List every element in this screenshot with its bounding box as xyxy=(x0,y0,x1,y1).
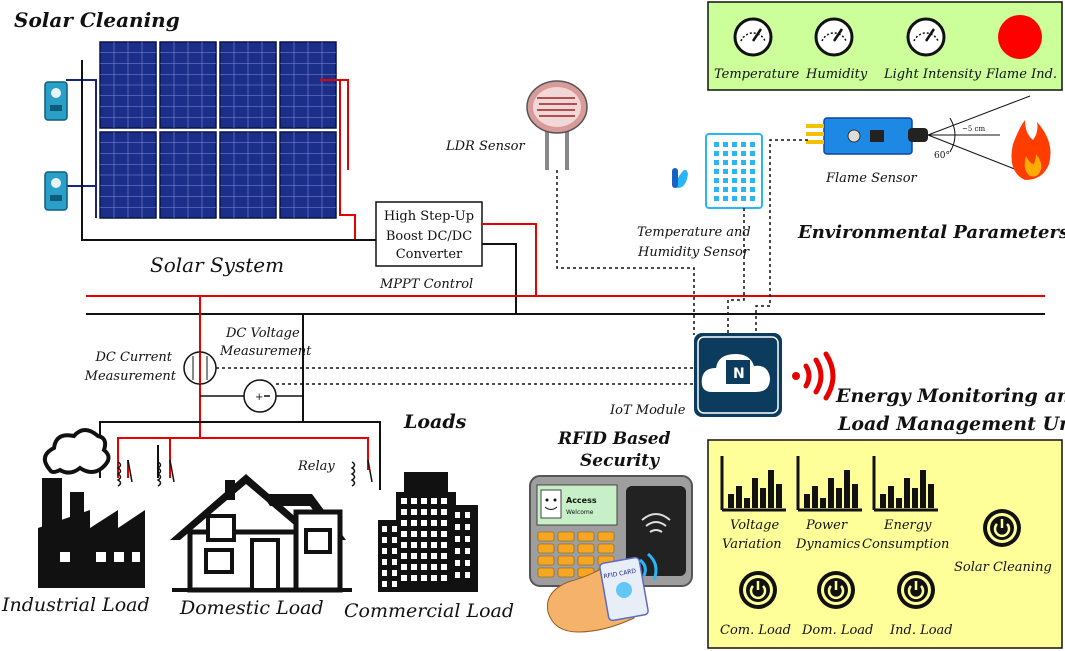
solar-cleaning-power-button[interactable] xyxy=(983,509,1021,547)
flame-angle-label: 60° xyxy=(934,151,950,161)
converter-line2: Boost DC/DC xyxy=(386,229,472,244)
converter-line3: Converter xyxy=(396,247,463,262)
wireless-signal-icon xyxy=(792,351,836,401)
rfid-card-with-hand-icon: RFID CARD xyxy=(546,552,658,633)
converter-output-positive xyxy=(482,223,537,296)
iot-module-label: IoT Module xyxy=(609,403,686,418)
button-label-dom-load: Dom. Load xyxy=(801,623,873,638)
temperature-gauge-icon xyxy=(733,17,773,57)
temperature-humidity-sensor-icon xyxy=(672,133,763,209)
ldr-sensor-icon xyxy=(526,80,588,170)
dc-current-label-2: Measurement xyxy=(84,369,177,384)
panel-wiring xyxy=(66,60,378,241)
dc-voltage-meter: + xyxy=(243,379,277,413)
light-intensity-gauge-icon xyxy=(906,17,946,57)
chart-label-voltage-2: Variation xyxy=(722,537,782,552)
converter-output-negative xyxy=(482,243,517,314)
svg-text:N: N xyxy=(733,366,745,382)
reader-screen-access: Access xyxy=(566,496,597,505)
commercial-load-power-button[interactable] xyxy=(739,571,777,609)
flame-indicator-lamp xyxy=(998,15,1042,59)
industrial-load-label: Industrial Load xyxy=(1,594,150,616)
flame-signal-line xyxy=(755,139,808,335)
temp-humidity-label-1: Temperature and xyxy=(637,225,751,240)
svg-text:+: + xyxy=(255,392,263,403)
commercial-load-label: Commercial Load xyxy=(344,600,514,622)
solar-system-label: Solar System xyxy=(150,253,284,277)
flame-sensor-label: Flame Sensor xyxy=(825,171,918,186)
dc-voltage-label-2: Measurement xyxy=(219,344,312,359)
button-label-com-load: Com. Load xyxy=(720,623,791,638)
loads-title: Loads xyxy=(403,411,467,433)
energy-dashboard: Voltage Variation Power Dynamics Energy … xyxy=(707,439,1063,649)
domestic-load-label: Domestic Load xyxy=(179,597,324,619)
chart-label-power-1: Power xyxy=(805,518,848,533)
gauge-label-temperature: Temperature xyxy=(714,67,799,82)
solar-cleaning-button-label: Solar Cleaning xyxy=(954,560,1052,575)
flame-indicator-label: Flame Ind. xyxy=(985,67,1057,82)
gauge-label-light-intensity: Light Intensity xyxy=(883,67,982,82)
domestic-load-power-button[interactable] xyxy=(817,571,855,609)
energy-unit-title-1: Energy Monitoring and xyxy=(835,385,1065,407)
button-label-ind-load: Ind. Load xyxy=(889,623,953,638)
flame-distance-label: ~5 cm xyxy=(962,125,985,133)
reader-screen-welcome: Welcome xyxy=(566,509,594,516)
power-dynamics-chart-icon xyxy=(796,456,862,512)
gauge-label-humidity: Humidity xyxy=(805,67,868,82)
industrial-load-power-button[interactable] xyxy=(897,571,935,609)
environment-dashboard: Temperature Humidity Light Intensity Fla… xyxy=(707,1,1063,91)
commercial-load-icon xyxy=(378,472,478,592)
chart-label-voltage-1: Voltage xyxy=(730,518,779,533)
voltage-variation-chart-icon xyxy=(720,456,786,512)
rfid-title-2: Security xyxy=(580,451,660,471)
flame-sensor-icon xyxy=(806,95,1031,176)
relay-commercial xyxy=(350,459,373,487)
ldr-signal-line xyxy=(556,170,695,335)
dc-current-meter xyxy=(183,351,217,385)
relay-industrial xyxy=(116,459,133,487)
dc-current-label-1: DC Current xyxy=(94,350,172,365)
boost-converter: High Step-Up Boost DC/DC Converter xyxy=(375,201,483,267)
mppt-control-label: MPPT Control xyxy=(379,277,473,292)
solar-cleaning-title: Solar Cleaning xyxy=(14,8,180,32)
relay-label: Relay xyxy=(297,459,335,474)
industrial-load-icon xyxy=(38,428,145,588)
domestic-load-icon xyxy=(170,474,352,593)
converter-line1: High Step-Up xyxy=(384,209,474,224)
relay-domestic xyxy=(156,459,175,487)
cleaning-actuator-top xyxy=(44,81,68,121)
temp-humidity-label-2: Humidity Sensor xyxy=(637,245,750,260)
dc-voltage-label-1: DC Voltage xyxy=(225,326,300,341)
energy-consumption-chart-icon xyxy=(872,456,938,512)
chart-label-energy-1: Energy xyxy=(883,518,932,533)
cleaning-actuator-bottom xyxy=(44,171,68,211)
environmental-parameters-title: Environmental Parameters xyxy=(797,222,1065,243)
humidity-gauge-icon xyxy=(814,17,854,57)
ldr-sensor-label: LDR Sensor xyxy=(445,139,525,154)
chart-label-energy-2: Consumption xyxy=(862,537,949,552)
flame-icon xyxy=(1011,120,1051,180)
chart-label-power-2: Dynamics xyxy=(795,537,861,552)
iot-module-icon: N xyxy=(694,333,782,417)
energy-unit-title-2: Load Management Unit xyxy=(837,413,1065,435)
solar-panel-array xyxy=(99,41,337,219)
rfid-title-1: RFID Based xyxy=(557,429,671,449)
